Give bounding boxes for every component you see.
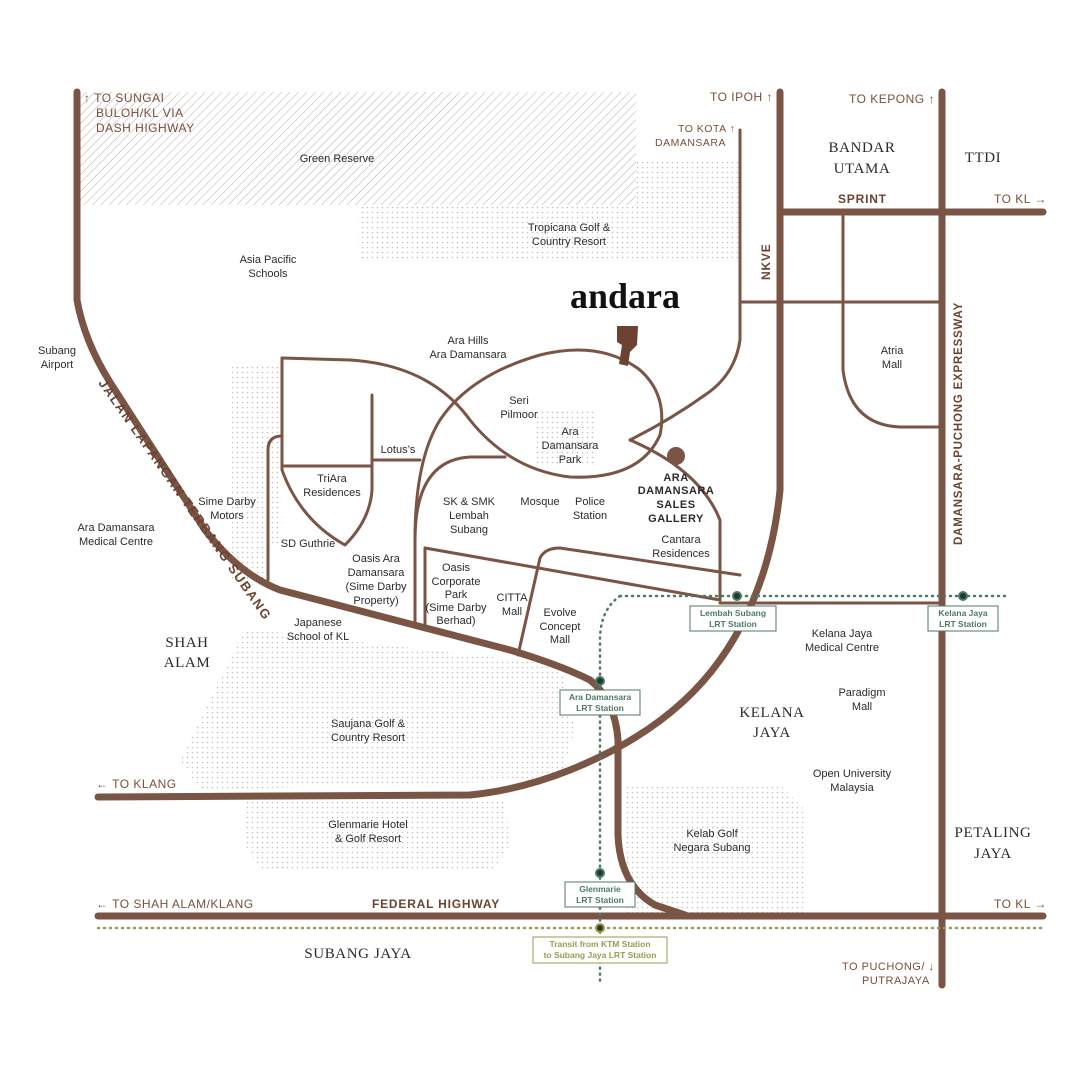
oasis-road (423, 546, 722, 602)
dir-kl-bottom: TO KL → (994, 897, 1047, 911)
place-mosque: Mosque (520, 496, 559, 508)
sk-smk-road (413, 455, 507, 542)
ara-park-dotted-zone (535, 410, 595, 465)
lembah-subang-station-box (689, 605, 777, 632)
place-glenmarie-hotel: Glenmarie Hotel& Golf Resort (328, 819, 407, 845)
kelab-golf-zone (625, 785, 805, 915)
ara-damansara-station-dot (595, 676, 605, 686)
sales-gallery-marker (667, 447, 685, 465)
glenmarie-golf-zone (245, 800, 510, 870)
dir-ipoh: TO IPOH ↑ (710, 90, 773, 104)
andara-site-marker (617, 326, 638, 366)
place-tropicana: Tropicana Golf &Country Resort (528, 222, 611, 248)
brand-wordmark: andara (570, 276, 680, 316)
ara-left-dotted-zone (232, 365, 282, 580)
dir-kota-damansara: TO KOTA ↑DAMANSARA (655, 123, 735, 149)
place-lotus: Lotus’s (381, 444, 416, 456)
dir-kepong: TO KEPONG ↑ (849, 92, 935, 106)
area-subang-jaya: SUBANG JAYA (304, 946, 411, 962)
road-label-nkve: NKVE (759, 243, 773, 280)
atria-loop (841, 210, 944, 429)
dir-kl-top: TO KL → (994, 192, 1047, 206)
sd-guthrie-road (266, 434, 284, 582)
kelana-jaya-station-box (927, 605, 999, 632)
road-label-sprint: SPRINT (838, 192, 887, 206)
evolve-road (516, 546, 742, 657)
kelana-jaya-station-dot (958, 591, 968, 601)
green-reserve-zone (80, 92, 636, 205)
nkve-road (94, 88, 784, 801)
kota-damansara-road (628, 128, 742, 442)
ktm-station-box (532, 936, 668, 964)
subang-highway-road (73, 88, 689, 919)
lrt-line-vertical (598, 594, 622, 987)
dir-shah-alam-klang: ← TO SHAH ALAM/KLANG (96, 897, 254, 911)
lembah-subang-station-dot (732, 591, 742, 601)
ara-west-road (280, 356, 374, 547)
area-ttdi: TTDI (965, 150, 1002, 166)
cantara-road (628, 438, 722, 602)
ara-damansara-station-box (559, 689, 641, 716)
glenmarie-station-dot (595, 868, 605, 878)
dir-puchong: TO PUCHONG/ ↓PUTRAJAYA (842, 961, 934, 987)
ara-loop-road (280, 348, 664, 627)
tropicana-golf-zone (358, 160, 740, 262)
place-saujana: Saujana Golf &Country Resort (331, 718, 406, 744)
place-sd-guthrie: SD Guthrie (281, 538, 335, 550)
glenmarie-station-box (564, 881, 636, 908)
road-label-federal: FEDERAL HIGHWAY (372, 897, 500, 911)
place-green-reserve: Green Reserve (300, 153, 375, 165)
saujana-golf-zone (180, 628, 575, 790)
ktm-station-dot (595, 923, 605, 933)
dir-klang: ← TO KLANG (96, 777, 177, 791)
road-label-ldp: DAMANSARA-PUCHONG EXPRESSWAY (953, 302, 965, 545)
